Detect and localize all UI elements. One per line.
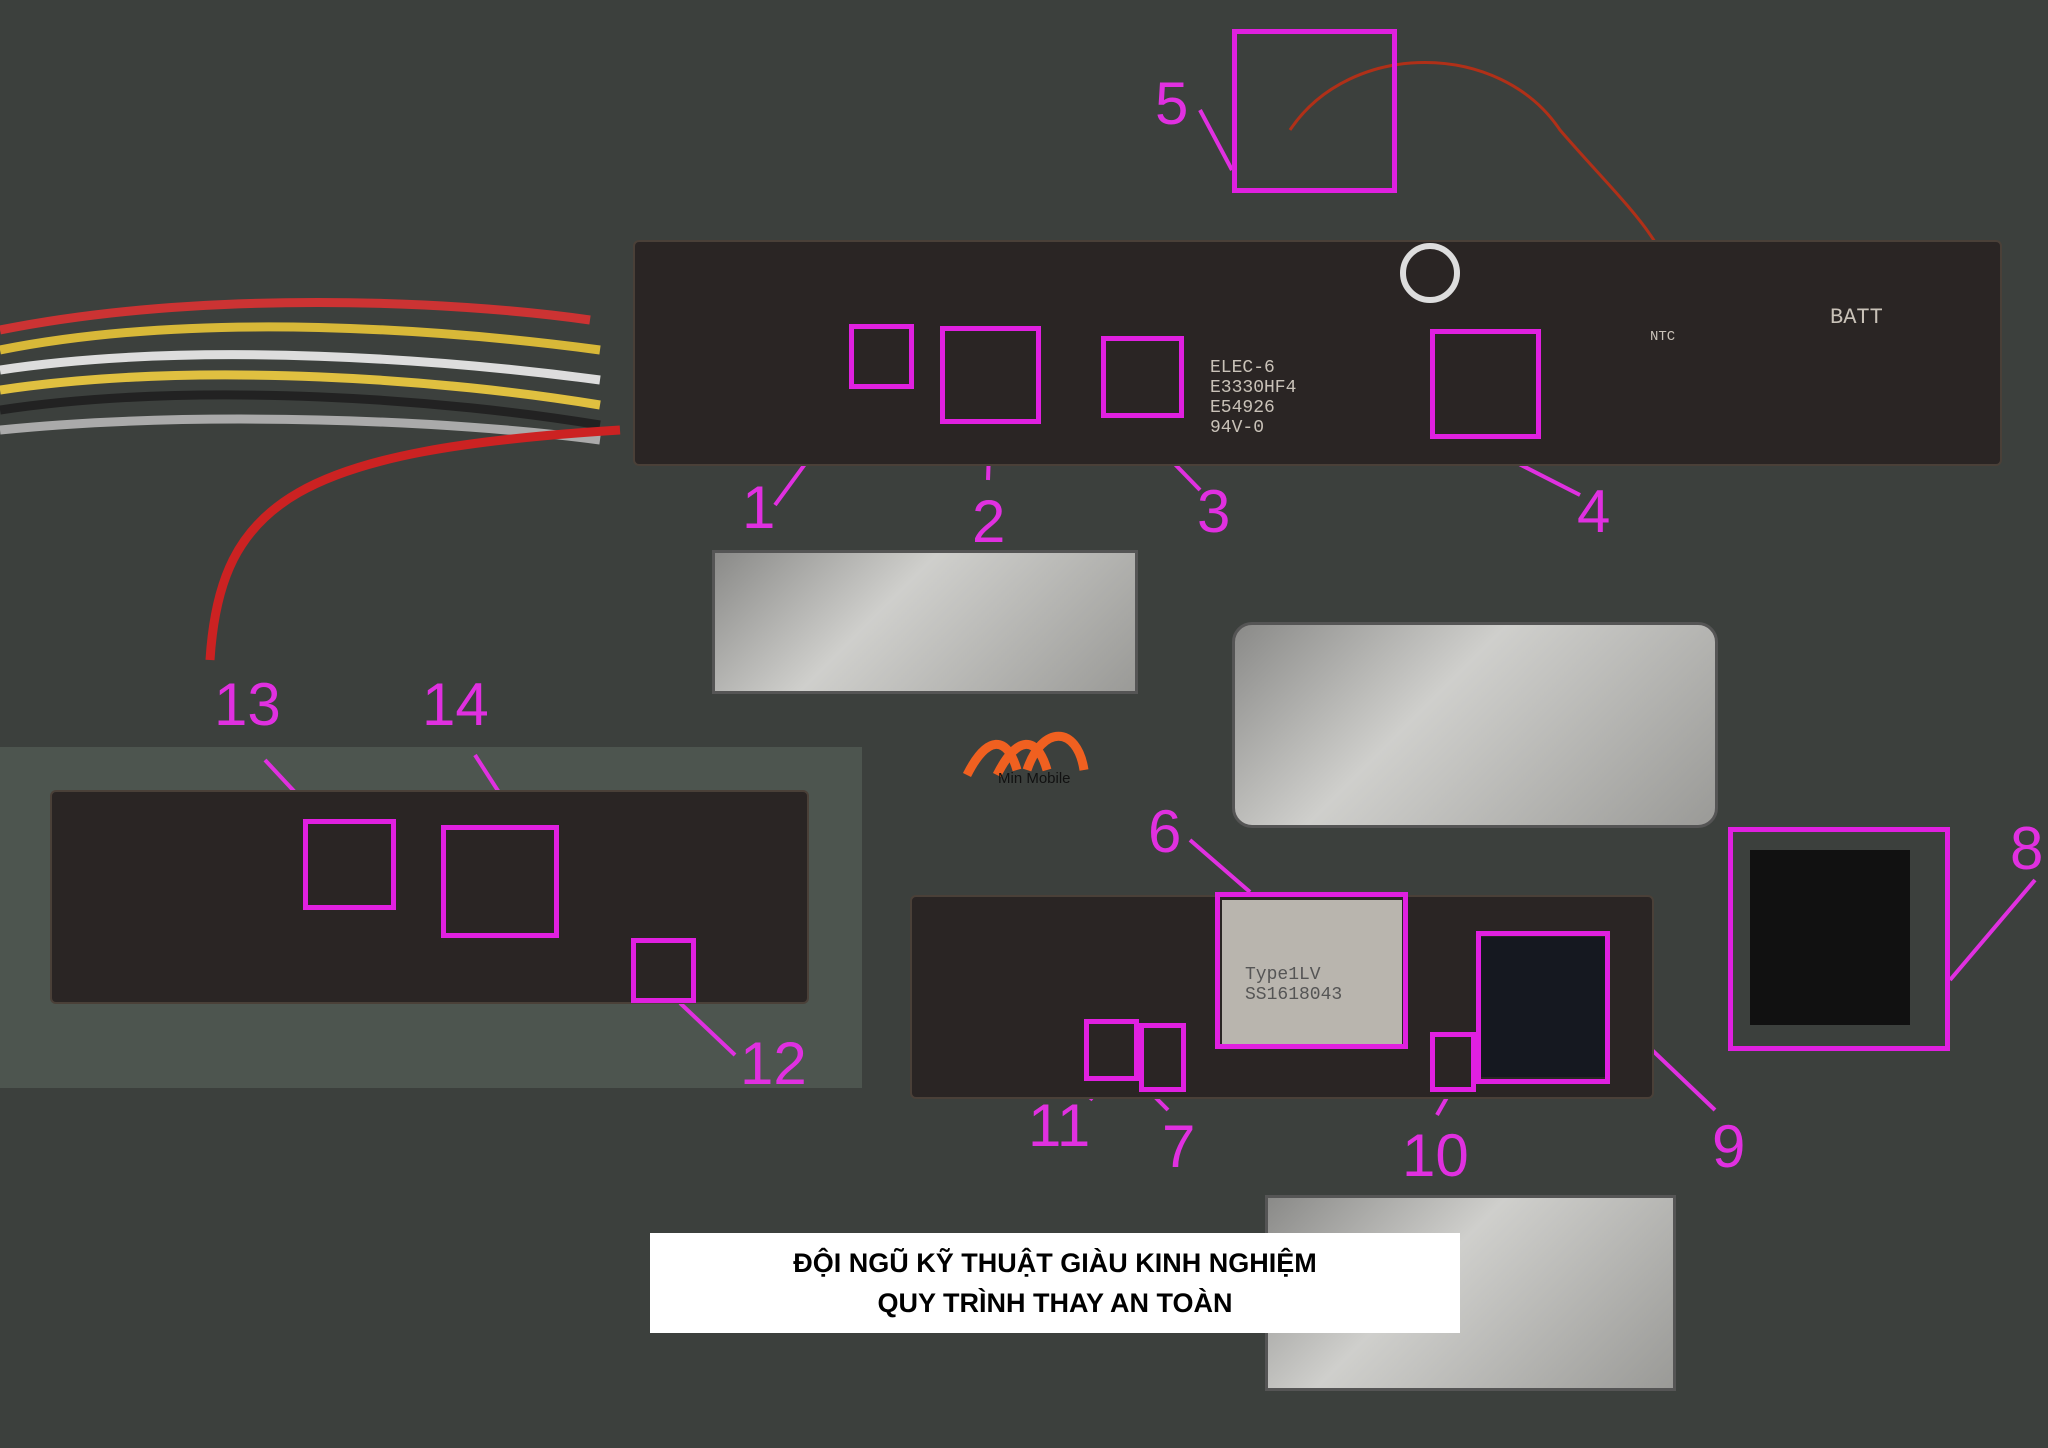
highlight-box-11 bbox=[1084, 1019, 1139, 1081]
highlight-box-13 bbox=[303, 819, 396, 910]
highlight-box-14 bbox=[441, 825, 559, 938]
battery-board bbox=[633, 240, 2002, 466]
min-mobile-logo bbox=[962, 731, 1089, 778]
callout-11: 11 bbox=[1028, 1092, 1091, 1159]
callout-9: 9 bbox=[1712, 1113, 1746, 1180]
highlight-box-8 bbox=[1728, 827, 1950, 1051]
ntc-marking: NTC bbox=[1650, 329, 1676, 345]
chip-6 bbox=[1222, 900, 1402, 1045]
callout-4: 4 bbox=[1577, 478, 1611, 545]
callout-12: 12 bbox=[740, 1030, 807, 1097]
callout-5: 5 bbox=[1155, 70, 1189, 137]
chip-8 bbox=[1750, 850, 1910, 1025]
caption-banner: ĐỘI NGŨ KỸ THUẬT GIÀU KINH NGHIỆM QUY TR… bbox=[650, 1233, 1460, 1333]
callout-3: 3 bbox=[1197, 478, 1231, 545]
highlight-box-3 bbox=[1101, 336, 1184, 418]
metal-shield bbox=[712, 550, 1138, 694]
callout-13: 13 bbox=[214, 671, 281, 738]
metal-shield bbox=[1232, 622, 1718, 828]
caption-line-2: QUY TRÌNH THAY AN TOÀN bbox=[877, 1288, 1233, 1318]
caption-line-1: ĐỘI NGŨ KỸ THUẬT GIÀU KINH NGHIỆM bbox=[793, 1248, 1317, 1278]
batt-marking: BATT bbox=[1830, 305, 1883, 330]
highlight-box-2 bbox=[940, 326, 1041, 424]
callout-10: 10 bbox=[1402, 1122, 1469, 1189]
callout-7: 7 bbox=[1162, 1113, 1196, 1180]
callout-8: 8 bbox=[2010, 815, 2044, 882]
mount-hole bbox=[1400, 243, 1460, 303]
highlight-box-12 bbox=[631, 938, 696, 1003]
logic-board-left bbox=[50, 790, 809, 1004]
highlight-box-6 bbox=[1215, 892, 1408, 1049]
callout-14: 14 bbox=[422, 671, 489, 738]
callout-1: 1 bbox=[742, 474, 776, 541]
highlight-box-5 bbox=[1232, 29, 1397, 193]
callout-2: 2 bbox=[972, 488, 1006, 555]
highlight-box-9 bbox=[1476, 931, 1610, 1084]
logo-text: Min Mobile bbox=[998, 770, 1071, 787]
highlight-box-1 bbox=[849, 324, 914, 389]
highlight-box-7 bbox=[1139, 1023, 1186, 1092]
highlight-box-4 bbox=[1430, 329, 1541, 439]
callout-6: 6 bbox=[1148, 798, 1182, 865]
chip-9 bbox=[1480, 937, 1605, 1077]
highlight-box-10 bbox=[1430, 1032, 1476, 1092]
